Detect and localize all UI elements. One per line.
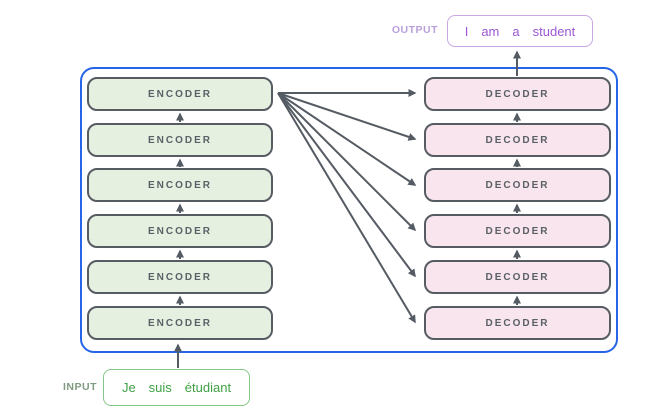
output-token: am (481, 23, 500, 39)
output-token: a (512, 23, 520, 39)
encoder-box: ENCODER (87, 168, 273, 202)
decoder-box: DECODER (424, 168, 611, 202)
output-label: OUTPUT (391, 24, 438, 36)
decoder-box: DECODER (424, 77, 611, 111)
encoder-decoder-container (80, 67, 618, 353)
decoder-box: DECODER (424, 214, 611, 248)
encoder-box: ENCODER (87, 306, 273, 340)
input-token: étudiant (184, 380, 232, 395)
decoder-box: DECODER (424, 123, 611, 157)
input-token: Je (121, 380, 136, 395)
output-token: I (464, 23, 469, 39)
encoder-box: ENCODER (87, 77, 273, 111)
output-sentence-box: I am a student (447, 15, 593, 47)
input-token: suis (148, 380, 172, 395)
input-label: INPUT (63, 381, 97, 393)
input-sentence-box: Je suis étudiant (103, 369, 250, 406)
decoder-box: DECODER (424, 260, 611, 294)
encoder-box: ENCODER (87, 260, 273, 294)
encoder-box: ENCODER (87, 214, 273, 248)
decoder-box: DECODER (424, 306, 611, 340)
encoder-box: ENCODER (87, 123, 273, 157)
output-token: student (532, 23, 576, 39)
